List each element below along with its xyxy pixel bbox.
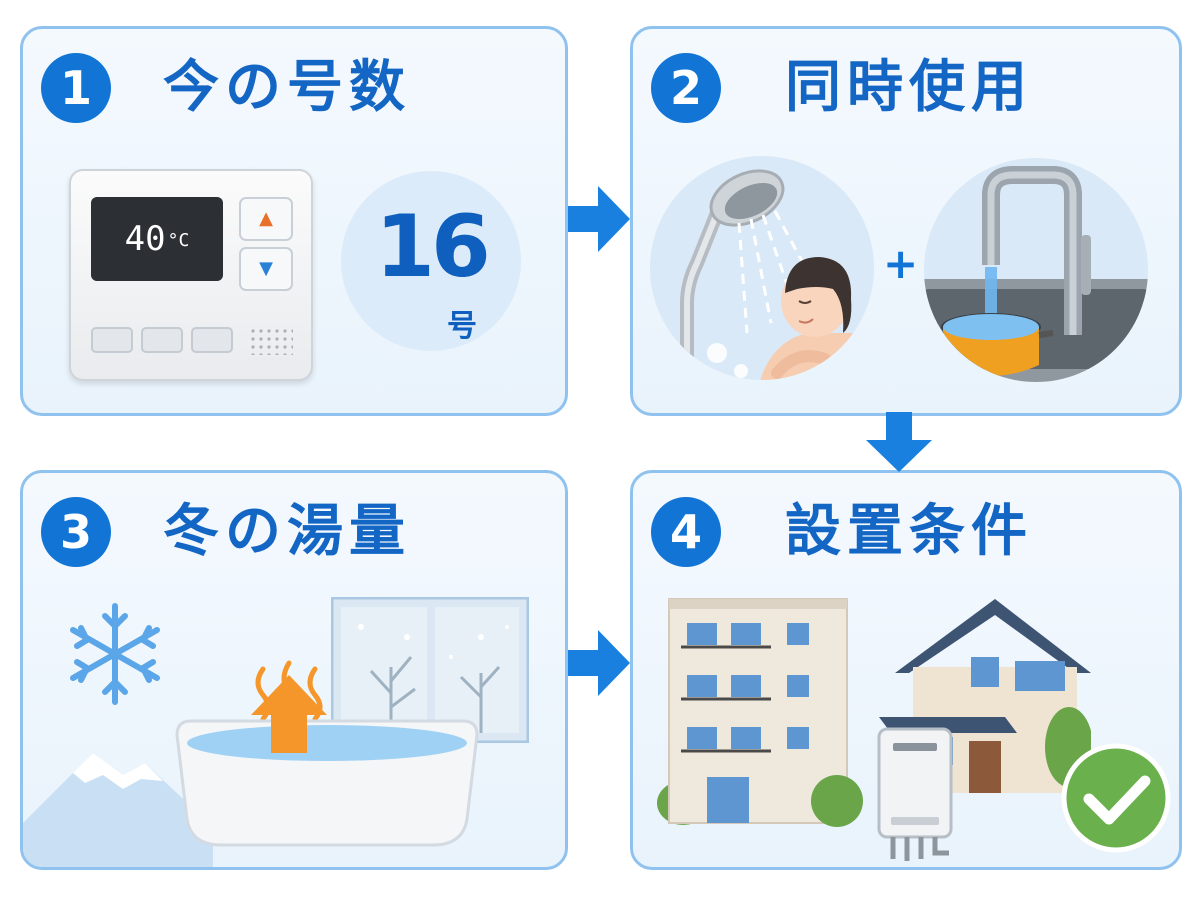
snowflake-icon (70, 603, 160, 705)
temp-up-button: ▲ (239, 197, 293, 241)
water-heater-icon (877, 727, 953, 861)
capacity-unit: 号 (447, 309, 477, 344)
mountain-icon (23, 753, 213, 867)
plus-sign: + (883, 239, 919, 288)
capacity-circle (341, 171, 521, 351)
remote-small-button (141, 327, 183, 353)
step-4-title: 設置条件 (785, 499, 1033, 564)
speaker-grille-icon (249, 327, 293, 355)
kitchen-faucet-icon (924, 158, 1148, 382)
step-3-title: 冬の湯量 (163, 499, 411, 564)
remote-small-button (91, 327, 133, 353)
temperature-value: 40 (124, 219, 166, 259)
step-1-title: 今の号数 (163, 55, 411, 120)
step-4-panel: 4 設置条件 (630, 470, 1182, 870)
person-showering-icon (650, 156, 874, 380)
temp-down-button: ▼ (239, 247, 293, 291)
remote-control-icon: 40°C ▲ ▼ (69, 169, 313, 381)
step-3-panel: 3 冬の湯量 (20, 470, 568, 870)
step-2-panel: 2 同時使用 (630, 26, 1182, 416)
remote-small-button (191, 327, 233, 353)
temperature-display: 40°C (91, 197, 223, 281)
apartment-building-icon (657, 598, 863, 827)
check-circle-icon (1061, 743, 1171, 853)
step-2-badge: 2 (651, 53, 721, 123)
step-3-badge: 3 (41, 497, 111, 567)
arrow-right-icon (568, 186, 630, 252)
step-2-title: 同時使用 (785, 55, 1033, 120)
step-1-badge: 1 (41, 53, 111, 123)
bathtub-icon (175, 660, 479, 847)
step-1-panel: 1 今の号数 40°C ▲ ▼ 16 号 (20, 26, 568, 416)
window-icon (331, 597, 529, 743)
capacity-value: 16 (375, 197, 491, 297)
arrow-right-icon (568, 630, 630, 696)
arrow-down-icon (866, 412, 932, 472)
temperature-unit: °C (167, 229, 190, 251)
step-4-badge: 4 (651, 497, 721, 567)
